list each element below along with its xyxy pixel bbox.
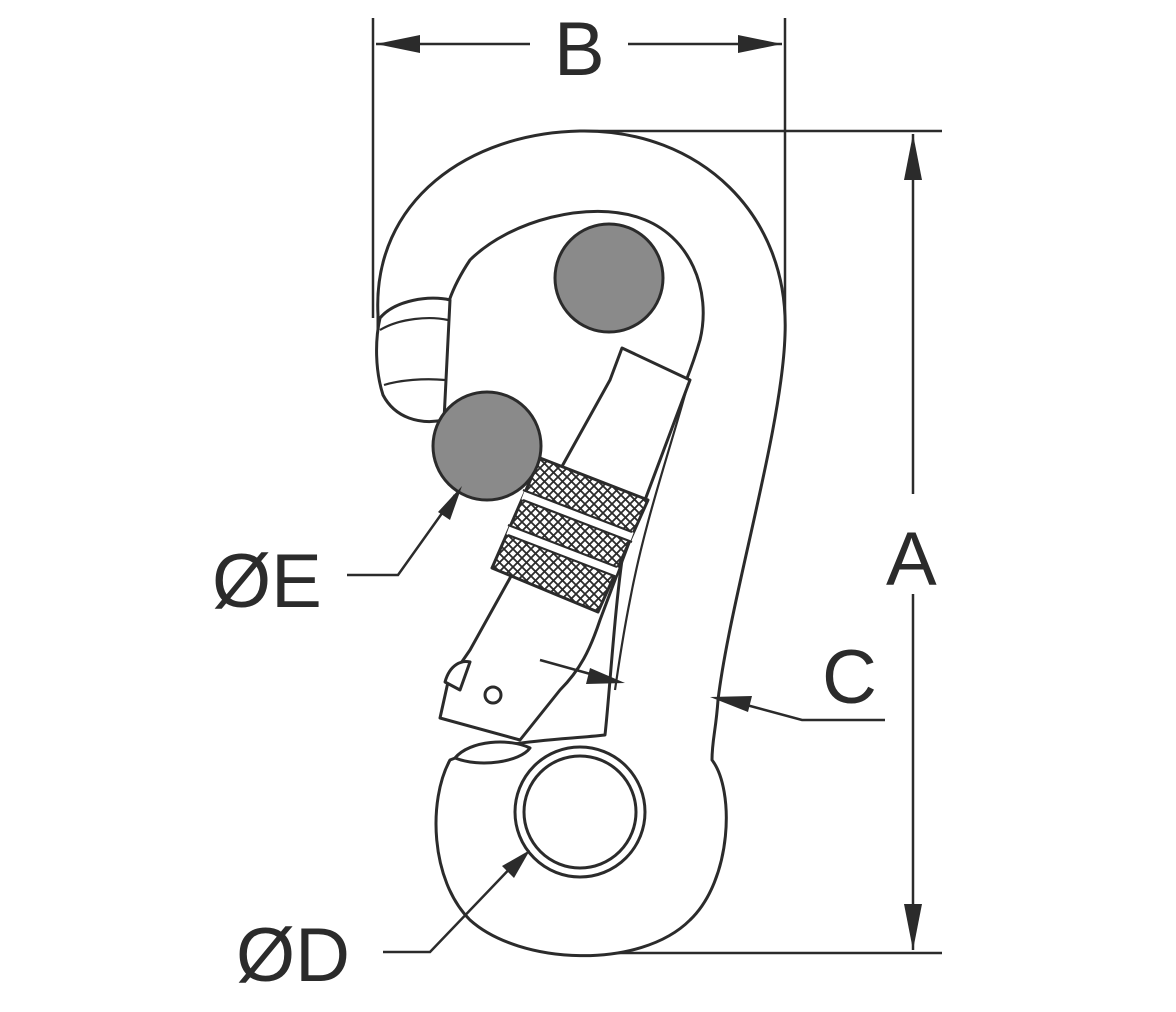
dimension-a-label: A [886, 517, 937, 602]
lower-pin [431, 390, 543, 502]
dimension-a-lines [580, 129, 942, 955]
dimension-d-label: ØD [236, 913, 350, 998]
upper-pin [553, 222, 665, 334]
leader-d-arrow [502, 850, 530, 878]
dimension-b-left-arrow [376, 35, 420, 53]
dimension-b-right-arrow [738, 35, 782, 53]
leader-e [347, 486, 462, 577]
nose-groove-2 [383, 378, 446, 387]
leader-e-arrow [438, 486, 462, 520]
carabiner-nose [375, 296, 452, 424]
gate-inner-edge [613, 383, 690, 691]
nose-groove-1 [379, 317, 449, 331]
eye-inner-ring [522, 754, 638, 870]
leader-d [383, 850, 530, 954]
leader-c-outer-arrow [710, 696, 752, 712]
gate-hinge-tab [443, 660, 472, 692]
dimension-b-lines [371, 18, 787, 330]
dimension-a-top-arrow [904, 134, 922, 180]
gate-rivet [483, 685, 503, 705]
dimension-e-label: ØE [212, 539, 322, 624]
dimension-b-label: B [554, 7, 605, 92]
gate-hinge-lower [453, 740, 532, 765]
leader-c-inner-arrow [586, 668, 625, 684]
dimension-a-bottom-arrow [904, 904, 922, 950]
dimension-c-label: C [822, 635, 877, 720]
carabiner-body [376, 129, 787, 958]
locking-sleeve [490, 456, 650, 614]
leader-c [539, 658, 885, 722]
